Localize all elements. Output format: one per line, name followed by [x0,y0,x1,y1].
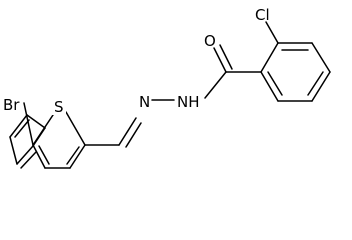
atom-s: S [54,98,64,116]
bond-co [213,47,227,73]
bond-c2b-c3b-double [66,146,80,165]
bond-c4b-c5b [32,144,46,169]
bond-bz-3-4 [311,42,331,73]
structure-svg: Br S N NH O Cl [3,6,331,169]
bond-bz-1-2 [260,42,279,73]
bond-c4b-c5b-double [38,145,50,165]
atom-br: Br [3,96,20,114]
bond-c5b-s [32,111,56,146]
atom-nh: NH [177,93,200,111]
bond-c4-c5 [9,114,28,138]
bond-bz-6-1 [260,71,279,102]
bond-bz-4-5-inner [307,71,324,96]
bond-co-double [219,44,233,70]
bond-ch-n [118,117,137,146]
bond-c2-c3 [16,145,34,165]
bond-c2-c3-inner [20,151,37,169]
bond-s-c2b [65,111,86,146]
atom-cl: Cl [255,6,270,24]
bond-nh-co [204,71,227,99]
bond-br-c5 [23,102,34,146]
atom-o: O [204,32,216,50]
bond-c2-cl [265,21,279,44]
bond-c4-c5-inner [14,119,30,138]
bond-bz-6-1-inner [267,71,283,96]
atom-s-bg [52,98,66,115]
bond-bz-4-5 [311,71,331,102]
bond-c3-c4 [9,136,18,165]
bond-c5-s [26,114,46,129]
bond-ch-n-double [125,122,142,148]
molecule-diagram: Br S N NH O Cl [3,6,331,169]
bond-c2b-c3b [69,144,86,169]
atom-n: N [139,93,150,111]
